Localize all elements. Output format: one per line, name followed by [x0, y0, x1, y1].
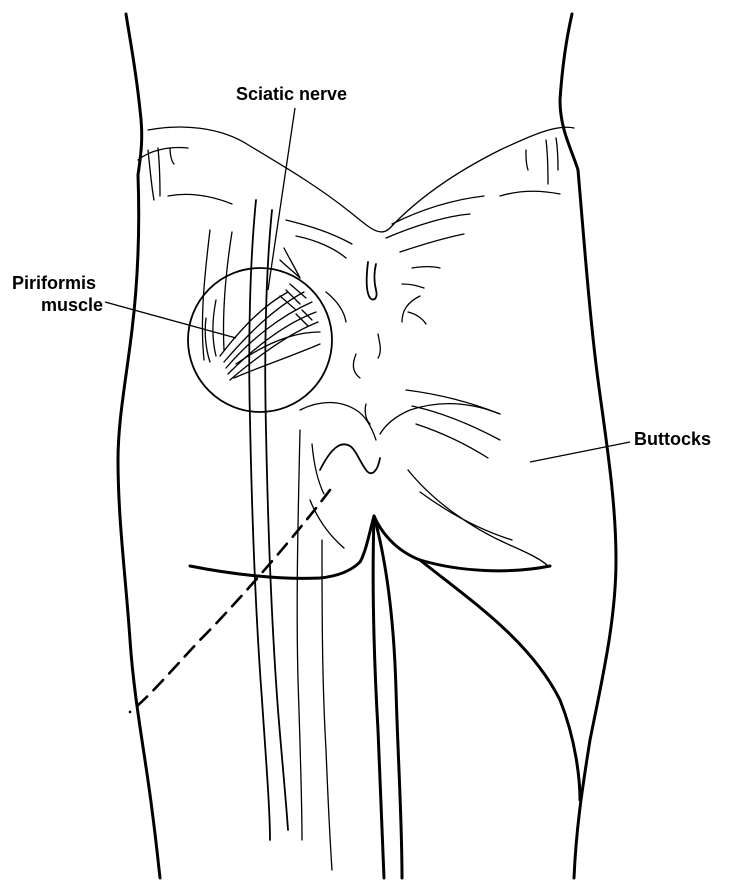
buttocks-leader — [530, 442, 630, 462]
gluteal-fold — [190, 516, 550, 578]
piriformis-label-line1: Piriformis — [12, 273, 96, 293]
buttock-right-lower-2 — [420, 492, 512, 540]
back-contour — [148, 127, 574, 232]
left-waist-crease — [168, 194, 232, 204]
right-thigh-inner — [420, 560, 580, 800]
sciatic-nerve-label: Sciatic nerve — [236, 83, 347, 105]
magnifier-circle — [188, 268, 332, 412]
sacral-crease-r — [402, 296, 420, 322]
thigh-gap-right — [374, 516, 402, 878]
spine-mark-2 — [353, 354, 360, 378]
lumbar-crease-2 — [386, 214, 470, 238]
lumbar-crease-4 — [286, 220, 352, 244]
lumbar-crease-5 — [296, 236, 346, 258]
piriformis-muscle-label: Piriformis muscle — [12, 272, 103, 316]
thigh-line-4 — [223, 232, 232, 350]
thigh-line-2 — [322, 540, 332, 870]
left-hip-contour — [138, 148, 188, 161]
buttock-right-upper — [380, 404, 500, 434]
buttocks-label: Buttocks — [634, 428, 711, 450]
buttock-left-cleft — [320, 444, 380, 473]
sacral-dash-1 — [412, 267, 440, 269]
piriformis-leader — [105, 302, 236, 338]
sciatic-leader — [268, 108, 295, 290]
dashed-path — [130, 490, 330, 712]
right-waist-crease — [500, 191, 560, 196]
body-outline-left — [118, 14, 160, 878]
buttock-right-crease-3 — [406, 390, 500, 414]
sciatic-nerve-line-2 — [265, 210, 288, 830]
sacral-dash-3 — [408, 312, 426, 324]
spine-groove — [367, 262, 377, 300]
buttock-left-upper — [300, 403, 376, 441]
buttock-left-mid — [312, 444, 324, 494]
piriformis-muscle — [220, 284, 320, 380]
right-flank-marks — [526, 138, 558, 184]
left-flank-marks — [148, 148, 174, 200]
spine-mark-1 — [378, 334, 380, 358]
buttock-right-crease-1 — [412, 406, 500, 440]
thigh-line-1 — [297, 430, 302, 840]
nerve-detail — [280, 248, 300, 278]
thigh-gap-left — [373, 516, 384, 878]
lumbar-crease-3 — [400, 234, 464, 252]
piriformis-label-line2: muscle — [12, 294, 103, 316]
buttock-right-lower — [408, 470, 548, 566]
sacral-dash-2 — [402, 284, 424, 288]
